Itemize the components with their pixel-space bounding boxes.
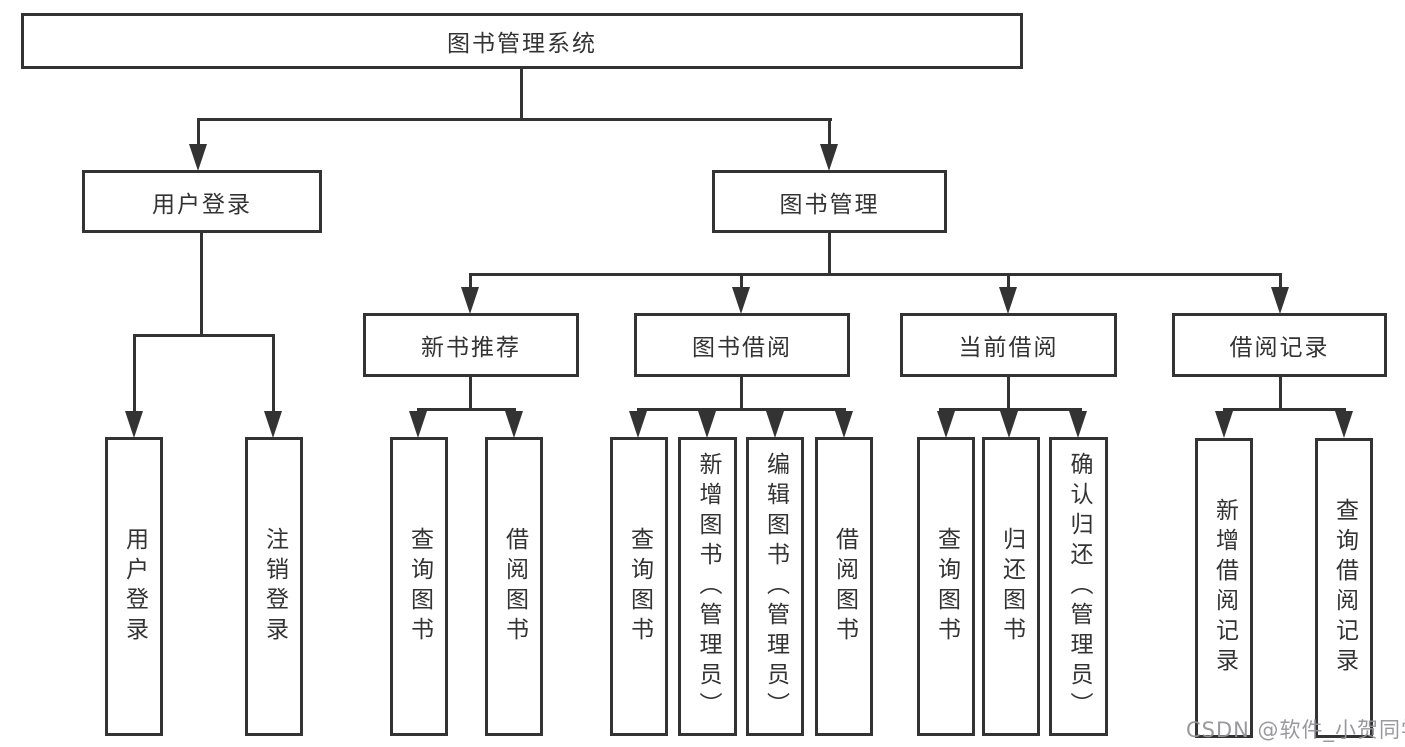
leaf-user-login: 用户登录 [105, 437, 163, 736]
arrowhead-to-current-query-books [937, 411, 955, 438]
edge-root-branch-line [197, 118, 832, 121]
node-label: 借阅图书 [501, 526, 528, 647]
node-label: 查询借阅记录 [1331, 498, 1358, 678]
arrowhead-to-records-add-record [1215, 411, 1233, 438]
edge-to-new-book-recommend-line [469, 273, 472, 290]
node-label: 查询图书 [626, 526, 653, 647]
node-current-borrowing: 当前借阅 [900, 313, 1117, 377]
node-label: 归还图书 [998, 526, 1025, 647]
arrowhead-to-current-confirm-return [1069, 411, 1087, 438]
node-label: 借阅记录 [1229, 335, 1330, 361]
node-user-login: 用户登录 [82, 170, 322, 233]
node-label: 当前借阅 [958, 335, 1059, 361]
arrowhead-to-current-return-books [1000, 411, 1018, 438]
node-label: 新增借阅记录 [1211, 498, 1238, 678]
edge-recommend-branch-line [417, 408, 516, 411]
leaf-records-query-record: 查询借阅记录 [1315, 438, 1373, 738]
node-new-book-recommend: 新书推荐 [363, 313, 579, 377]
edge-to-borrowing-records-line [1279, 273, 1282, 290]
leaf-logout: 注销登录 [245, 437, 303, 736]
leaf-current-query-books: 查询图书 [917, 437, 975, 736]
csdn-watermark: CSDN @软件_小贺同学 [1186, 718, 1405, 742]
edge-to-book-management-line [828, 118, 831, 148]
node-label: 借阅图书 [831, 526, 858, 647]
node-label: 图书管理 [779, 191, 880, 218]
leaf-current-return-books: 归还图书 [982, 437, 1040, 736]
arrowhead-to-new-book-recommend [461, 287, 479, 314]
node-label: 用户登录 [121, 526, 148, 647]
arrowhead-to-borrowing-add-books [698, 411, 716, 438]
node-label: 查询图书 [933, 526, 960, 647]
node-label: 查询图书 [406, 526, 433, 647]
edge-user-login-stem-line [200, 231, 203, 337]
leaf-borrowing-edit-books-admin: 编辑图书（管理员） [746, 437, 804, 736]
leaf-records-add-record: 新增借阅记录 [1195, 438, 1253, 738]
arrowhead-to-current-borrowing [999, 287, 1017, 314]
edge-recommend-stem-line [469, 375, 472, 411]
edge-to-user-login-line [197, 118, 200, 148]
edge-book-management-stem-line [828, 231, 831, 276]
edge-to-leaf-user-login-line [133, 334, 136, 414]
node-label: 新增图书（管理员） [695, 451, 721, 722]
leaf-borrowing-borrow-books: 借阅图书 [815, 437, 873, 736]
edge-current-branch-line [939, 408, 1082, 411]
edge-user-login-branch-line [133, 334, 275, 337]
arrowhead-to-leaf-logout [264, 411, 282, 438]
arrowhead-to-recommend-borrow-books [505, 411, 523, 438]
node-book-management: 图书管理 [712, 170, 947, 233]
node-label: 编辑图书（管理员） [762, 451, 789, 722]
edge-records-stem-line [1279, 375, 1282, 411]
edge-borrowing-stem-line [740, 375, 743, 411]
arrowhead-to-borrowing-query-books [629, 411, 647, 438]
node-label: 图书管理系统 [447, 31, 597, 57]
node-library-management-system: 图书管理系统 [21, 13, 1023, 69]
node-borrowing-records: 借阅记录 [1172, 313, 1387, 377]
arrowhead-to-leaf-user-login [125, 411, 143, 438]
arrowhead-to-book-management [820, 144, 838, 171]
edge-records-branch-line [1223, 408, 1346, 411]
arrowhead-to-borrowing-edit-books [766, 411, 784, 438]
edge-to-current-borrowing-line [1007, 273, 1010, 290]
leaf-borrowing-query-books: 查询图书 [610, 437, 668, 736]
node-label: 确认归还（管理员） [1066, 451, 1092, 722]
node-label: 用户登录 [152, 191, 252, 218]
node-label: 新书推荐 [421, 335, 521, 361]
edge-borrowing-branch-line [637, 408, 846, 411]
edge-root-stem-line [520, 69, 523, 121]
edge-current-stem-line [1007, 375, 1010, 411]
leaf-current-confirm-return-admin: 确认归还（管理员） [1049, 437, 1108, 736]
arrowhead-to-records-query-record [1335, 411, 1353, 438]
arrowhead-to-user-login [189, 144, 207, 171]
node-label: 注销登录 [261, 526, 288, 647]
edge-book-management-branch-line [469, 273, 1282, 276]
node-label: 图书借阅 [692, 335, 792, 361]
leaf-recommend-query-books: 查询图书 [390, 437, 448, 736]
arrowhead-to-recommend-query-books [409, 411, 427, 438]
edge-to-leaf-logout-line [272, 334, 275, 414]
arrowhead-to-borrowing-borrow-books [835, 411, 853, 438]
node-book-borrowing: 图书借阅 [634, 313, 850, 377]
arrowhead-to-borrowing-records [1271, 287, 1289, 314]
leaf-borrowing-add-books-admin: 新增图书（管理员） [678, 437, 737, 736]
edge-to-book-borrowing-line [740, 273, 743, 290]
arrowhead-to-book-borrowing [732, 287, 750, 314]
leaf-recommend-borrow-books: 借阅图书 [485, 437, 543, 736]
